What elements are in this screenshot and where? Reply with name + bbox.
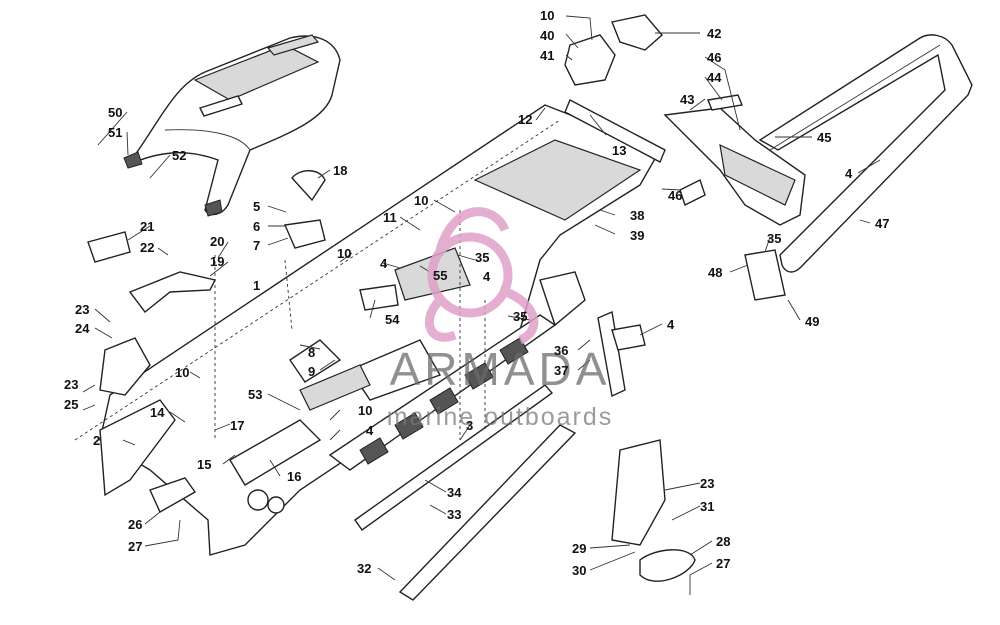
reference-lines — [74, 119, 561, 441]
callout-label: 36 — [554, 343, 568, 358]
callout-label: 37 — [554, 363, 568, 378]
callout-label: 30 — [572, 563, 586, 578]
callout-label: 41 — [540, 48, 554, 63]
watermark-title: ARMADA — [390, 343, 611, 395]
callout-label: 31 — [700, 499, 714, 514]
callout-label: 18 — [333, 163, 347, 178]
callout-label: 53 — [248, 387, 262, 402]
callout-label: 3 — [466, 418, 473, 433]
snow-flap-part — [663, 94, 806, 226]
callout-label: 6 — [253, 219, 260, 234]
callout-label: 10 — [337, 246, 351, 261]
tunnel-chassis-part — [99, 104, 662, 556]
watermark-subtitle: marine outboards — [387, 403, 614, 431]
callout-label: 7 — [253, 238, 260, 253]
callout-label: 54 — [385, 312, 400, 327]
callout-label: 9 — [308, 364, 315, 379]
rear-bumper-part — [758, 34, 973, 273]
callout-label: 23 — [75, 302, 89, 317]
callout-label: 44 — [707, 70, 722, 85]
armada-watermark: ARMADA marine outboards — [387, 207, 614, 431]
callout-label: 24 — [75, 321, 90, 336]
callout-label: 39 — [630, 228, 644, 243]
callout-label: 14 — [150, 405, 165, 420]
callout-label: 46 — [707, 50, 721, 65]
callout-label: 51 — [108, 125, 122, 140]
callout-label: 4 — [483, 269, 491, 284]
callout-label: 32 — [357, 561, 371, 576]
callout-label: 27 — [716, 556, 730, 571]
callout-label: 55 — [433, 268, 447, 283]
callout-label: 33 — [447, 507, 461, 522]
callout-label: 49 — [805, 314, 819, 329]
callout-labels: 10 40 41 42 46 44 43 45 4 47 50 51 52 18… — [64, 8, 889, 578]
callout-label: 12 — [518, 112, 532, 127]
callout-label: 35 — [513, 309, 527, 324]
callout-label: 29 — [572, 541, 586, 556]
callout-label: 19 — [210, 254, 224, 269]
callout-label: 10 — [540, 8, 554, 23]
callout-label: 1 — [253, 278, 260, 293]
seat-part — [123, 34, 341, 217]
callout-label: 5 — [253, 199, 260, 214]
callout-label: 10 — [175, 365, 189, 380]
callout-label: 16 — [287, 469, 301, 484]
callout-label: 15 — [197, 457, 211, 472]
callout-label: 8 — [308, 345, 315, 360]
long-bar-part — [398, 424, 577, 601]
callout-label: 21 — [140, 219, 154, 234]
callout-label: 34 — [447, 485, 462, 500]
callout-label: 28 — [716, 534, 730, 549]
callout-label: 25 — [64, 397, 78, 412]
callout-label: 4 — [667, 317, 675, 332]
callout-label: 35 — [475, 250, 489, 265]
callout-label: 38 — [630, 208, 644, 223]
callout-label: 42 — [707, 26, 721, 41]
callout-label: 35 — [767, 231, 781, 246]
callout-label: 4 — [380, 256, 388, 271]
callout-label: 43 — [680, 92, 694, 107]
callout-label: 23 — [700, 476, 714, 491]
leader-lines — [82, 15, 881, 595]
callout-label: 50 — [108, 105, 122, 120]
callout-label: 47 — [875, 216, 889, 231]
callout-label: 52 — [172, 148, 186, 163]
callout-label: 4 — [366, 423, 374, 438]
callout-label: 26 — [128, 517, 142, 532]
callout-label: 48 — [708, 265, 722, 280]
callout-label: 27 — [128, 539, 142, 554]
callout-label: 17 — [230, 418, 244, 433]
callout-label: 23 — [64, 377, 78, 392]
callout-label: 10 — [414, 193, 428, 208]
callout-label: 13 — [612, 143, 626, 158]
callout-label: 45 — [817, 130, 831, 145]
callout-label: 4 — [845, 166, 853, 181]
callout-label: 22 — [140, 240, 154, 255]
callout-label: 10 — [358, 403, 372, 418]
callout-label: 46 — [668, 188, 682, 203]
running-board-part — [328, 314, 557, 531]
armada-logo-icon — [424, 207, 539, 345]
callout-label: 2 — [93, 433, 100, 448]
callout-label: 40 — [540, 28, 554, 43]
callout-label: 20 — [210, 234, 224, 249]
callout-label: 11 — [383, 210, 397, 225]
